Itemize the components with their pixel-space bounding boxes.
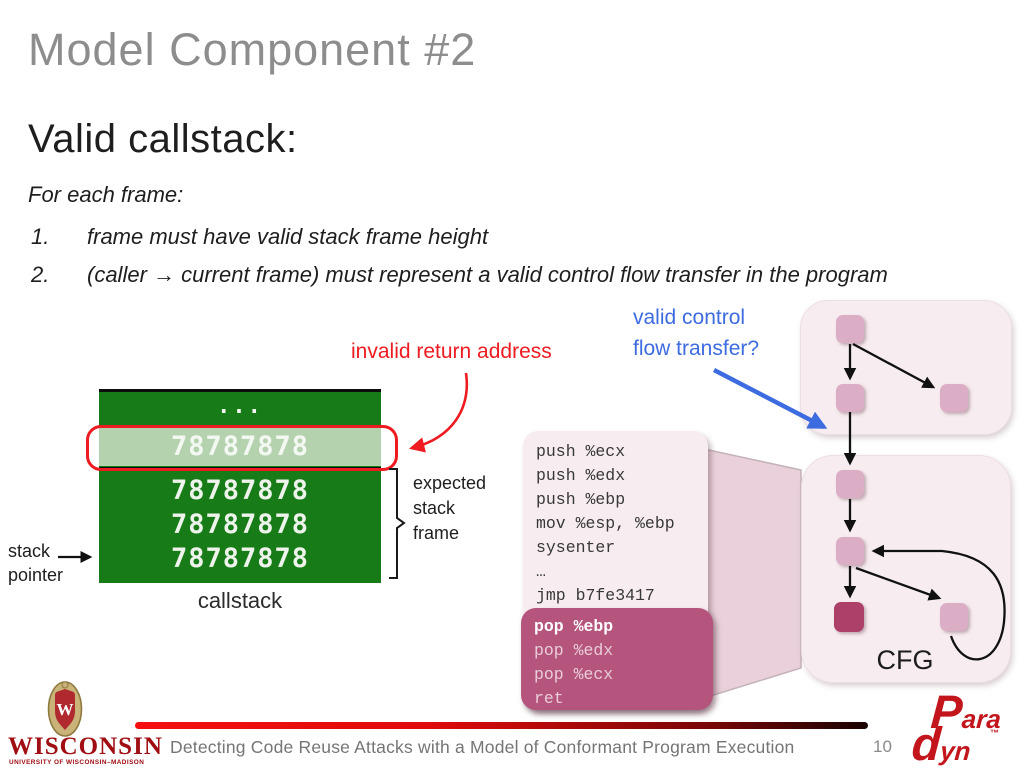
callstack-row: 78787878: [170, 475, 310, 506]
cfg-label: CFG: [876, 645, 934, 675]
code-to-cfg-beam: [703, 448, 802, 700]
callstack-ellipsis: ...: [217, 394, 263, 419]
page-number: 10: [873, 737, 892, 756]
code-line: sysenter: [536, 538, 616, 557]
paradyn-trademark: ™: [990, 728, 999, 738]
code-line: push %ecx: [536, 442, 626, 461]
callstack-box: ... 78787878 78787878 78787878 78787878: [99, 389, 381, 583]
callstack-rows: 78787878 78787878 78787878: [99, 474, 381, 576]
list-item-2-number: 2.: [31, 262, 50, 287]
slide-title: Model Component #2: [28, 24, 477, 75]
code-line: jmp b7fe3417: [536, 586, 655, 605]
cfg-node: [836, 470, 864, 498]
intro-text: For each frame:: [28, 182, 184, 207]
valid-control-flow-line2: flow transfer?: [633, 337, 760, 360]
code-line-ret: ret: [534, 689, 564, 708]
callstack-highlighted-row: 78787878: [99, 428, 381, 466]
list-item-2: 2. (caller → current frame) must represen…: [31, 262, 888, 288]
cfg-node-invalid-target: [834, 602, 864, 632]
code-line-pop-ebp: pop %ebp: [534, 617, 614, 636]
list-item-2-text: (caller → current frame) must represent …: [87, 262, 888, 287]
cfg-node: [836, 384, 864, 412]
invalid-return-address-label: invalid return address: [351, 340, 552, 363]
callstack-caption: callstack: [197, 588, 283, 613]
paradyn-logo-line2: dyn: [910, 717, 972, 768]
footer-accent-line: [135, 722, 868, 729]
expected-frame-line1: expected: [413, 473, 487, 493]
callstack-row: 78787878: [170, 543, 310, 574]
cfg-node: [940, 384, 968, 412]
list-item-1: 1. frame must have valid stack frame heig…: [31, 224, 488, 250]
valid-control-flow-line1: valid control: [633, 306, 746, 329]
highlighted-code-box: pop %ebp pop %edx pop %ecx ret: [521, 608, 713, 710]
wisconsin-crest-icon: W: [47, 681, 83, 737]
cfg-node: [836, 315, 864, 343]
cfg-node: [940, 603, 968, 631]
wisconsin-wordmark: WISCONSIN: [8, 733, 163, 760]
stack-pointer-label-line1: stack: [8, 541, 51, 561]
expected-frame-line3: frame: [413, 522, 460, 543]
svg-text:W: W: [57, 700, 74, 719]
expected-frame-line2: stack: [413, 497, 456, 518]
code-line: mov %esp, %ebp: [536, 514, 675, 533]
code-line: …: [536, 562, 546, 581]
stack-pointer-label: stack pointer: [8, 539, 63, 588]
valid-control-flow-label: valid control flow transfer?: [633, 302, 759, 364]
cfg-node: [836, 537, 864, 565]
footer-citation: Detecting Code Reuse Attacks with a Mode…: [170, 737, 795, 757]
stack-pointer-label-line2: pointer: [8, 565, 64, 586]
list-item-1-number: 1.: [31, 224, 50, 249]
callstack-row: 78787878: [170, 509, 310, 540]
code-line-pop-edx: pop %edx: [534, 641, 614, 660]
code-line: push %edx: [536, 466, 626, 485]
code-line: push %ebp: [536, 490, 626, 509]
code-line-pop-ecx: pop %ecx: [534, 665, 614, 684]
section-heading: Valid callstack:: [28, 117, 298, 161]
cfg-upper-block: [800, 300, 1012, 435]
wisconsin-subtitle: UNIVERSITY OF WISCONSIN–MADISON: [9, 759, 145, 766]
invalid-return-arrow: [408, 372, 469, 453]
expected-stack-frame-label: expected stack frame: [413, 471, 486, 545]
expected-frame-bracket: [389, 468, 406, 579]
list-item-1-text: frame must have valid stack frame height: [87, 224, 489, 249]
invalid-return-highlight-outline: [86, 425, 398, 471]
